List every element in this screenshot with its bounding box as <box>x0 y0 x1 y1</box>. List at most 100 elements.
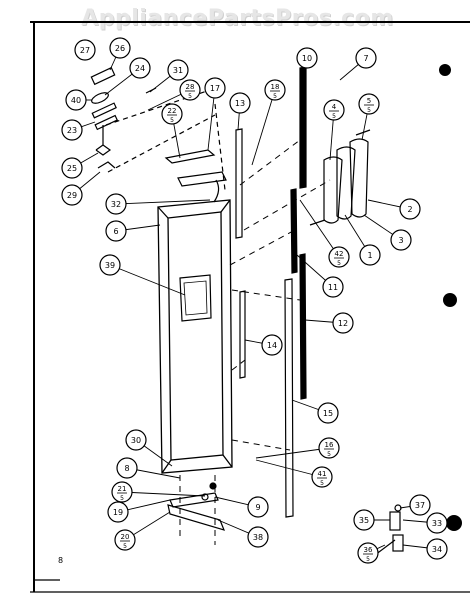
callout-subscript: 5 <box>327 451 331 458</box>
trim-strips <box>235 66 371 518</box>
callout-number: 22 <box>168 107 177 115</box>
callout-number: 42 <box>335 250 344 258</box>
callout-number: 1 <box>367 251 372 260</box>
callout-36: 365 <box>357 542 379 564</box>
callout-number: 37 <box>415 501 425 510</box>
callout-number: 34 <box>432 545 442 554</box>
callout-subscript: 5 <box>332 113 336 120</box>
callout-circle <box>105 193 127 215</box>
callout-number: 28 <box>186 83 195 91</box>
callout-subscript: 5 <box>366 556 370 563</box>
callout-subscript: 5 <box>123 543 127 550</box>
callout-35: 35 <box>353 509 375 531</box>
callout-number: 7 <box>363 54 368 63</box>
callout-16: 165 <box>318 437 340 459</box>
callout-circle <box>426 512 448 534</box>
callout-17: 17 <box>204 77 226 99</box>
callout-circle <box>247 526 269 548</box>
callout-number: 36 <box>364 546 373 554</box>
callout-number: 25 <box>67 164 77 173</box>
callout-number: 32 <box>111 200 121 209</box>
callout-6: 6 <box>105 220 127 242</box>
callout-circle <box>125 429 147 451</box>
callout-circle <box>74 39 96 61</box>
callout-40: 40 <box>65 89 87 111</box>
callout-circle <box>409 494 431 516</box>
callout-number: 2 <box>407 205 412 214</box>
callout-7: 7 <box>355 47 377 69</box>
callout-subscript: 5 <box>337 260 341 267</box>
callout-number: 21 <box>118 485 127 493</box>
callout-14: 14 <box>261 334 283 356</box>
callout-number: 41 <box>318 470 327 478</box>
door-panel <box>157 199 233 474</box>
callout-9: 9 <box>247 496 269 518</box>
callout-circle <box>323 99 345 121</box>
leader-line-21 <box>121 491 206 497</box>
callout-circle <box>353 509 375 531</box>
callout-circle <box>247 496 269 518</box>
watermark: AppliancePartsPros.com <box>81 6 394 31</box>
callout-10: 10 <box>296 47 318 69</box>
callout-circle <box>61 184 83 206</box>
callout-number: 39 <box>105 261 115 270</box>
callout-19: 19 <box>107 501 129 523</box>
callout-number: 13 <box>235 99 245 108</box>
callout-number: 16 <box>325 441 334 449</box>
registration-marks <box>439 64 462 531</box>
callout-number: 20 <box>121 533 130 541</box>
callout-circle <box>328 246 350 268</box>
callout-circle <box>229 92 251 114</box>
callout-subscript: 5 <box>188 93 192 100</box>
callout-number: 31 <box>173 66 183 75</box>
callout-number: 8 <box>124 464 129 473</box>
callout-13: 13 <box>229 92 251 114</box>
callout-circle <box>99 254 121 276</box>
callout-circle <box>61 157 83 179</box>
callout-number: 35 <box>359 516 369 525</box>
callout-circle <box>65 89 87 111</box>
callout-4: 45 <box>323 99 345 121</box>
callout-8: 8 <box>116 457 138 479</box>
callout-20: 205 <box>114 529 136 551</box>
callout-11: 11 <box>322 276 344 298</box>
callout-number: 17 <box>210 84 220 93</box>
callout-subscript: 5 <box>320 480 324 487</box>
callout-number: 3 <box>398 236 403 245</box>
callout-32: 32 <box>105 193 127 215</box>
callout-number: 38 <box>253 533 263 542</box>
callout-number: 6 <box>113 227 118 236</box>
callout-number: 12 <box>338 319 348 328</box>
callout-number: 23 <box>67 126 77 135</box>
callout-number: 11 <box>328 283 338 292</box>
callout-27: 27 <box>74 39 96 61</box>
callout-34: 34 <box>426 538 448 560</box>
leader-line-32 <box>115 199 211 205</box>
callout-subscript: 5 <box>170 117 174 124</box>
callout-23: 23 <box>61 119 83 141</box>
callout-12: 12 <box>332 312 354 334</box>
callout-25: 25 <box>61 157 83 179</box>
callout-3: 3 <box>390 229 412 251</box>
callout-number: 19 <box>113 508 123 517</box>
callout-circle <box>322 276 344 298</box>
callout-circle <box>129 57 151 79</box>
callout-circle <box>107 501 129 523</box>
callout-number: 18 <box>271 83 280 91</box>
callout-circle <box>264 79 286 101</box>
callout-circle <box>116 457 138 479</box>
callout-15: 15 <box>317 402 339 424</box>
callout-circle <box>111 481 133 503</box>
callout-circle <box>358 93 380 115</box>
callout-42: 425 <box>328 246 350 268</box>
callout-circle <box>311 466 333 488</box>
callout-circle <box>296 47 318 69</box>
callout-circle <box>61 119 83 141</box>
callout-circle <box>357 542 379 564</box>
callout-number: 4 <box>332 103 337 111</box>
callout-31: 31 <box>167 59 189 81</box>
callout-5: 55 <box>358 93 380 115</box>
callout-circle <box>426 538 448 560</box>
callout-circle <box>105 220 127 242</box>
callout-number: 5 <box>367 97 371 105</box>
